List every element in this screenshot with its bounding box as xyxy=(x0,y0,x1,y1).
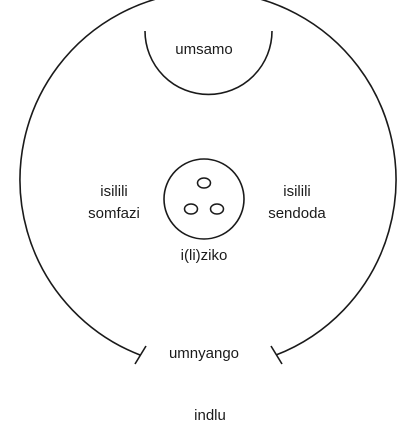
hearth-stone-left xyxy=(183,203,199,215)
caption-indlu: indlu xyxy=(194,407,226,424)
door-post-left xyxy=(134,345,147,365)
label-right-line1: isilili xyxy=(283,183,311,200)
label-door: umnyango xyxy=(169,345,239,362)
label-hearth: i(li)ziko xyxy=(181,247,228,264)
umsamo-area xyxy=(144,30,273,96)
label-left-line1: isilili xyxy=(100,183,128,200)
hut-wall xyxy=(19,0,397,356)
label-umsamo: umsamo xyxy=(175,41,233,58)
label-right-line2: sendoda xyxy=(268,205,326,222)
label-left-line2: somfazi xyxy=(88,205,140,222)
hearth-stone-top xyxy=(196,177,212,189)
door-post-right xyxy=(270,345,283,365)
hearth-circle xyxy=(163,158,245,240)
hearth-stone-right xyxy=(209,203,225,215)
